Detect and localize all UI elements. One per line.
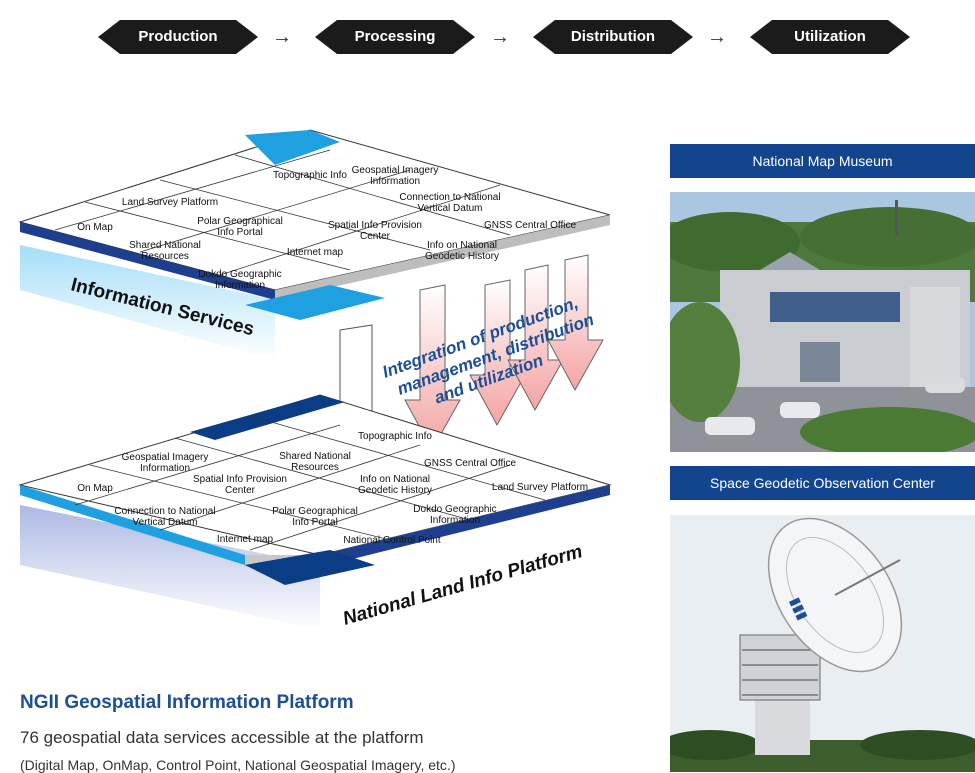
cell-label: Information — [140, 463, 190, 474]
information-services-layer: Land Survey Platform Topographic Info Ge… — [18, 129, 611, 320]
bottom-layer-label: National Land Info Platform — [341, 541, 585, 630]
cell-label: Information — [370, 176, 420, 187]
cell-label: Center — [225, 485, 256, 496]
bottom-layer-glow — [20, 505, 320, 630]
cell-label: Dokdo Geographic — [413, 504, 496, 515]
step-distribution: Distribution — [533, 20, 693, 54]
step-label: Production — [138, 28, 218, 45]
cell-label: Topographic Info — [273, 170, 347, 181]
cell-label: Information — [430, 515, 480, 526]
cell-label: Vertical Datum — [417, 203, 482, 214]
step-utilization: Utilization — [750, 20, 910, 54]
cell-label: Spatial Info Provision — [193, 474, 287, 485]
cell-label: Topographic Info — [358, 431, 432, 442]
cell-label: On Map — [77, 483, 113, 494]
cell-label: Geodetic History — [425, 251, 499, 262]
step-label: Processing — [354, 28, 436, 45]
cell-label: Dokdo Geographic — [198, 269, 281, 280]
step-label: Utilization — [794, 28, 866, 45]
cell-label: Vertical Datum — [132, 517, 197, 528]
cell-label: Polar Geographical — [197, 216, 283, 227]
cell-label: Land Survey Platform — [492, 482, 588, 493]
radio-telescope-photo: ▮▮▮ — [670, 515, 975, 772]
top-layer-glow — [20, 245, 275, 360]
cell-label: Land Survey Platform — [122, 197, 218, 208]
caption-title: NGII Geospatial Information Platform — [20, 692, 354, 713]
cell-label: On Map — [77, 222, 113, 233]
flow-arrow-icon: → — [272, 26, 292, 48]
cell-label: Shared National — [129, 240, 201, 251]
cell-label: Geodetic History — [358, 485, 432, 496]
cell-label: GNSS Central Office — [424, 458, 517, 469]
cell-label: Spatial Info Provision — [328, 220, 422, 231]
cell-label: Internet map — [287, 247, 344, 258]
cell-label: Geospatial Imagery — [352, 165, 439, 176]
platform-diagram: Land Survey Platform Topographic Info Ge… — [18, 129, 612, 630]
panel-title-geodetic-center: Space Geodetic Observation Center — [670, 466, 975, 500]
cell-label: Shared National — [279, 451, 351, 462]
cell-label: Internet map — [217, 534, 274, 545]
cell-label: Info on National — [360, 474, 430, 485]
cell-label: Center — [360, 231, 391, 242]
step-processing: Processing — [315, 20, 475, 54]
process-flow: Production → Processing → Distribution →… — [0, 20, 975, 54]
museum-building-photo — [670, 192, 975, 452]
panel-title-map-museum: National Map Museum — [670, 144, 975, 178]
cell-label: Polar Geographical — [272, 506, 358, 517]
cell-label: GNSS Central Office — [484, 220, 577, 231]
caption-line-2: (Digital Map, OnMap, Control Point, Nati… — [20, 757, 456, 773]
cell-label: Info on National — [427, 240, 497, 251]
flow-arrow-icon: → — [490, 26, 510, 48]
cell-label: Information — [215, 280, 265, 291]
cell-label: Connection to National — [399, 192, 500, 203]
cell-label: Info Portal — [292, 517, 338, 528]
cell-label: Geospatial Imagery — [122, 452, 209, 463]
cell-label: National Control Point — [343, 535, 440, 546]
national-land-info-platform-layer: Topographic Info Geospatial Imagery Info… — [18, 394, 612, 585]
step-production: Production — [98, 20, 258, 54]
cell-label: Connection to National — [114, 506, 215, 517]
caption-line-1: 76 geospatial data services accessible a… — [20, 728, 424, 747]
cell-label: Info Portal — [217, 227, 263, 238]
step-label: Distribution — [570, 28, 656, 45]
cell-label: Resources — [291, 462, 339, 473]
flow-arrow-icon: → — [707, 26, 727, 48]
cell-label: Resources — [141, 251, 189, 262]
